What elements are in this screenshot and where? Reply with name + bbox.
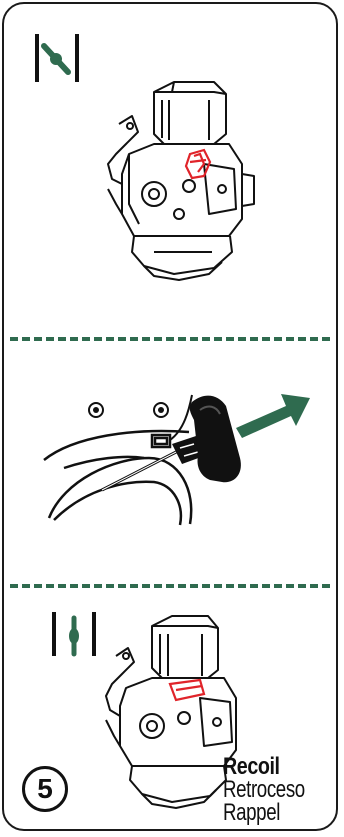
- recoil-pull-illustration: [4, 340, 338, 588]
- recoil-rope: [170, 395, 192, 440]
- instruction-card: 5 Recoil Retroceso Rappel: [2, 2, 338, 831]
- choke-closed-icon: [37, 34, 77, 82]
- dashed-divider: [10, 584, 330, 588]
- panel-pull-recoil: [4, 340, 336, 588]
- step-number: 5: [37, 773, 53, 805]
- bolt-icon: [89, 403, 168, 417]
- step-number-badge: 5: [22, 766, 68, 812]
- caption-block: Recoil Retroceso Rappel: [223, 756, 328, 824]
- carburetor-drawing: [106, 616, 236, 808]
- carburetor-choke-closed-illustration: [4, 4, 338, 338]
- panel-choke-closed: [4, 4, 336, 338]
- pull-direction-arrow-icon: [236, 394, 310, 438]
- recoil-handle: [190, 396, 241, 483]
- caption-french: Rappel: [223, 802, 305, 825]
- carburetor-drawing: [108, 82, 254, 280]
- choke-open-icon: [54, 612, 94, 656]
- engine-shroud-drawing: [44, 431, 191, 525]
